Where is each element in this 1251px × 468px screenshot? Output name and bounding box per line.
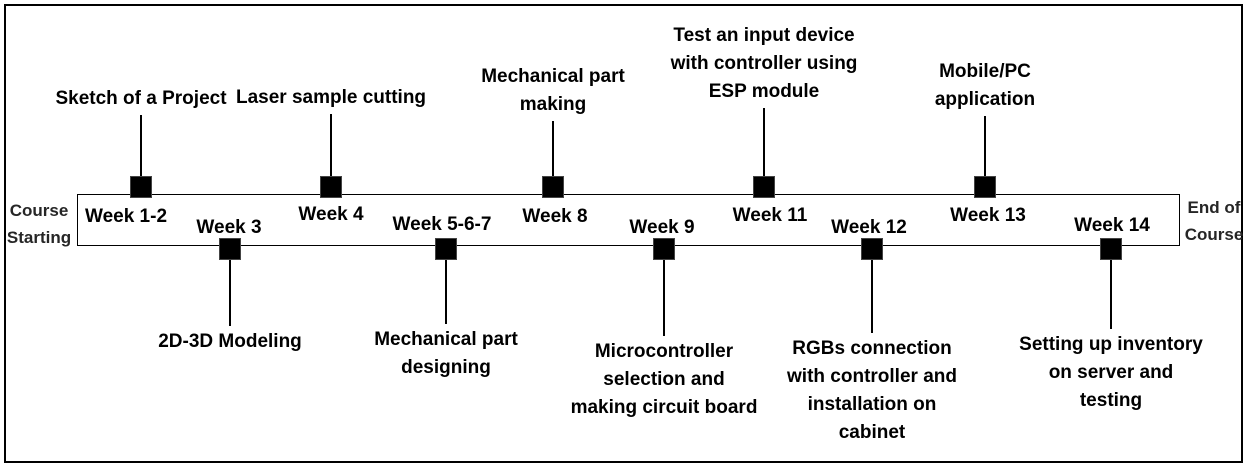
milestone-marker [1100, 238, 1122, 260]
milestone-week-label: Week 5-6-7 [392, 214, 492, 235]
milestone-task-line: testing [1079, 390, 1143, 411]
timeline-bar [77, 194, 1180, 246]
milestone-task-label: Sketch of a Project [55, 85, 226, 113]
milestone-week-label: Week 1-2 [84, 206, 168, 227]
milestone-connector [763, 108, 765, 176]
milestone-task-line: Setting up inventory [1019, 334, 1203, 355]
milestone-week-label: Week 4 [298, 204, 364, 225]
milestone-task-line: Mechanical part [374, 329, 518, 350]
milestone-task-line: selection and [603, 369, 725, 390]
milestone-connector [330, 114, 332, 176]
milestone-task-label: Setting up inventory on server and testing [1019, 331, 1203, 415]
course-end-line-2: Course [1184, 225, 1244, 244]
milestone-marker [435, 238, 457, 260]
milestone-task-line: on server and [1048, 362, 1174, 383]
milestone-connector [140, 115, 142, 176]
milestone-connector [1110, 260, 1112, 329]
milestone-task-label: Test an input device with controller usin… [671, 22, 858, 106]
milestone-marker [861, 238, 883, 260]
course-start-line-2: Starting [6, 228, 72, 247]
milestone-connector [229, 260, 231, 326]
milestone-marker [542, 176, 564, 198]
milestone-connector [552, 121, 554, 176]
milestone-marker [219, 238, 241, 260]
milestone-week-label: Week 14 [1074, 215, 1150, 236]
milestone-task-line: making circuit board [570, 397, 758, 418]
course-end-label: End of Course [1185, 194, 1244, 248]
milestone-task-line: ESP module [708, 81, 820, 102]
milestone-marker [753, 176, 775, 198]
milestone-week-label: Week 8 [522, 206, 588, 227]
milestone-task-line: RGBs connection [792, 338, 952, 359]
milestone-task-line: Microcontroller [594, 341, 734, 362]
course-start-line-1: Course [9, 201, 69, 220]
milestone-connector [871, 260, 873, 333]
milestone-task-label: RGBs connection with controller and instal… [787, 335, 957, 447]
milestone-task-line: with controller using [670, 53, 858, 74]
milestone-task-line: Mobile/PC [939, 61, 1031, 82]
milestone-task-line: application [934, 89, 1036, 110]
milestone-task-line: cabinet [838, 422, 906, 443]
milestone-task-label: 2D-3D Modeling [158, 328, 302, 356]
milestone-task-line: Laser sample cutting [235, 87, 427, 108]
milestone-task-label: Laser sample cutting [236, 84, 426, 112]
diagram-frame [4, 4, 1243, 463]
course-end-line-1: End of [1187, 198, 1241, 217]
milestone-task-label: Mechanical part designing [374, 326, 518, 382]
milestone-task-label: Mobile/PC application [935, 58, 1035, 114]
milestone-connector [663, 260, 665, 336]
milestone-task-label: Mechanical part making [481, 63, 625, 119]
milestone-marker [130, 176, 152, 198]
milestone-task-line: Sketch of a Project [55, 88, 227, 109]
milestone-week-label: Week 12 [831, 217, 907, 238]
milestone-connector [445, 260, 447, 324]
milestone-task-label: Microcontroller selection and making circu… [571, 338, 758, 422]
milestone-task-line: designing [401, 357, 491, 378]
milestone-task-line: installation on [807, 394, 937, 415]
milestone-connector [984, 116, 986, 176]
milestone-week-label: Week 9 [629, 217, 695, 238]
milestone-marker [653, 238, 675, 260]
milestone-marker [974, 176, 996, 198]
milestone-task-line: 2D-3D Modeling [158, 331, 302, 352]
milestone-task-line: making [519, 94, 587, 115]
milestone-week-label: Week 11 [732, 205, 808, 226]
milestone-week-label: Week 3 [196, 217, 262, 238]
milestone-week-label: Week 13 [950, 205, 1026, 226]
milestone-task-line: with controller and [787, 366, 957, 387]
milestone-marker [320, 176, 342, 198]
milestone-task-line: Mechanical part [481, 66, 625, 87]
milestone-task-line: Test an input device [673, 25, 855, 46]
course-start-label: Course Starting [7, 197, 71, 251]
